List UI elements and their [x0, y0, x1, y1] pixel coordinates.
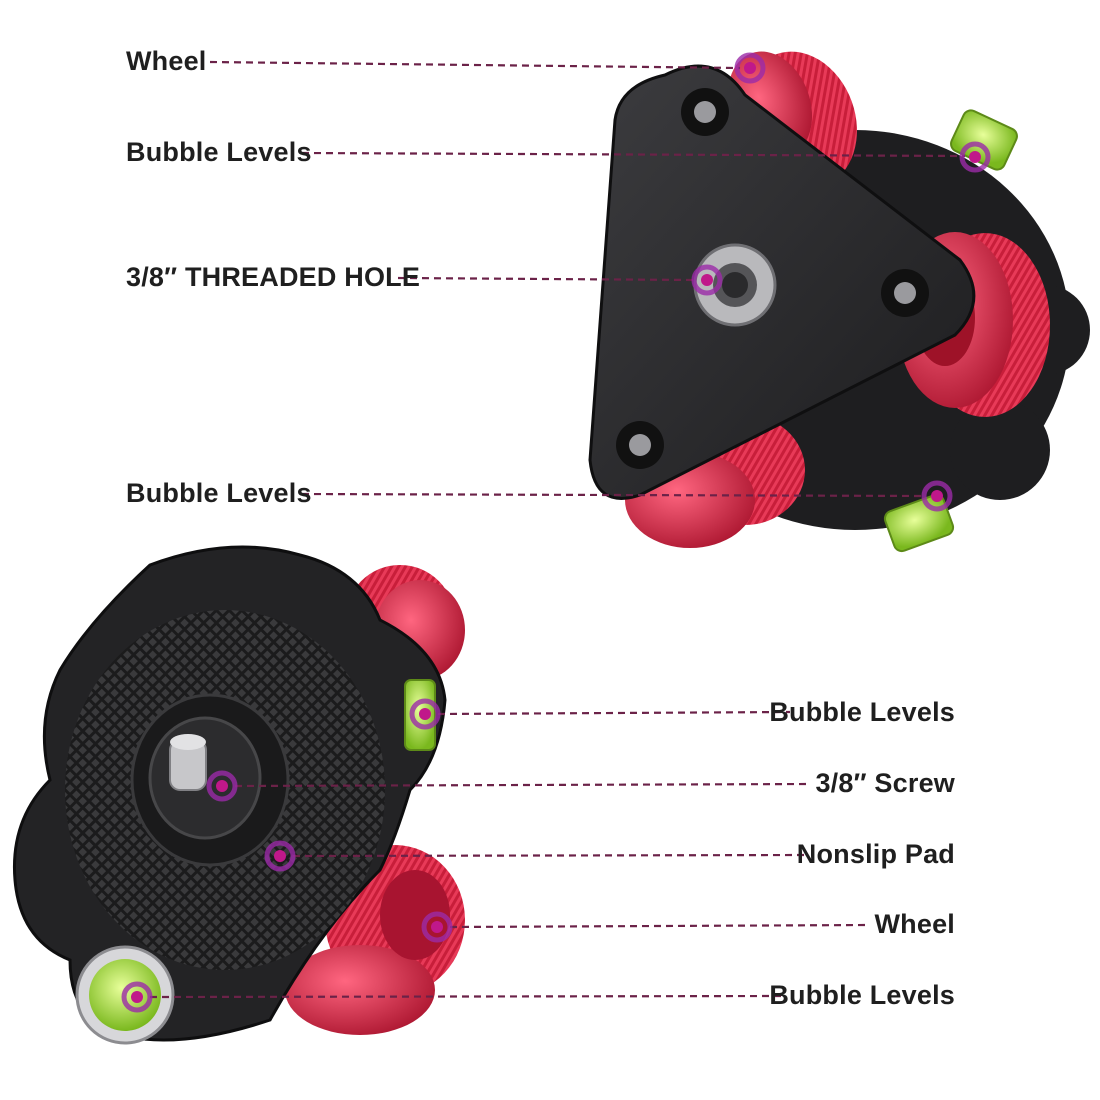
bottom-leader-lines [149, 710, 871, 999]
label-bubble-levels-top-2: Bubble Levels [126, 478, 312, 508]
bottom-leveling-base [12, 545, 465, 1045]
label-bubble-levels-bottom-2: Bubble Levels [769, 980, 955, 1010]
label-screw: 3/8″ Screw [815, 768, 955, 798]
label-bubble-levels-top-1: Bubble Levels [126, 137, 312, 167]
top-callout-dots [691, 52, 991, 512]
label-threaded-hole: 3/8″ THREADED HOLE [126, 262, 421, 292]
bottom-bubble-level-round [75, 945, 175, 1045]
bottom-callout-dots [121, 698, 453, 1013]
label-wheel-top: Wheel [126, 46, 207, 76]
top-leveling-base [588, 51, 1090, 553]
label-nonslip-pad: Nonslip Pad [796, 839, 955, 869]
label-bubble-levels-bottom-1: Bubble Levels [769, 697, 955, 727]
label-wheel-bottom: Wheel [874, 909, 955, 939]
threaded-hole-icon [693, 243, 777, 327]
screw-icon [169, 734, 207, 791]
top-triangle-plate [588, 64, 976, 500]
top-leader-lines [209, 60, 966, 498]
